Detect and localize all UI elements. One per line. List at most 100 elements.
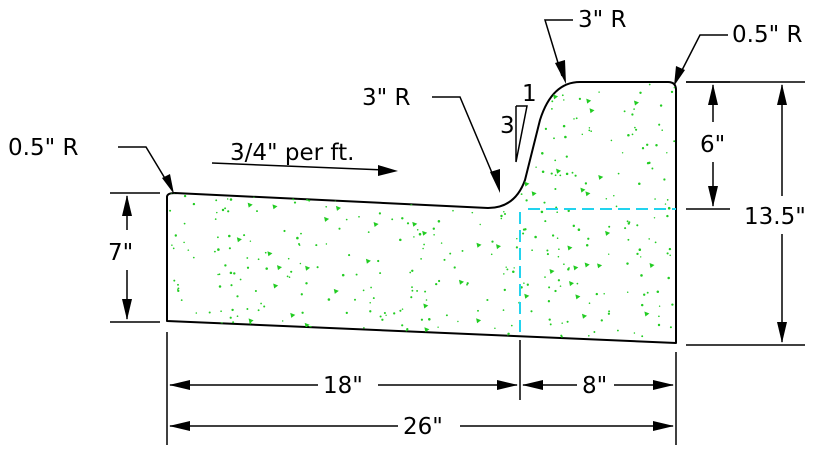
- stipple-dot: [575, 117, 578, 120]
- stipple-dot: [264, 251, 267, 254]
- stipple-dot: [656, 290, 660, 293]
- stipple-dot: [548, 318, 551, 321]
- stipple-dot: [416, 184, 419, 186]
- stipple-dot: [507, 332, 510, 336]
- stipple-dot: [229, 271, 233, 275]
- stipple-dot: [180, 299, 183, 301]
- stipple-dot: [216, 211, 218, 214]
- stipple-dot: [236, 86, 239, 89]
- stipple-dot: [228, 234, 231, 238]
- stipple-aggregate: [305, 265, 311, 271]
- stipple-dot: [551, 108, 553, 110]
- stipple-dot: [413, 100, 415, 103]
- stipple-dot: [654, 241, 657, 244]
- stipple-aggregate: [575, 294, 581, 300]
- stipple-dot: [565, 172, 569, 176]
- stipple-dot: [608, 310, 611, 313]
- stipple-dot: [588, 127, 591, 129]
- stipple-dot: [641, 335, 644, 338]
- stipple-dot: [646, 143, 649, 146]
- stipple-aggregate: [335, 205, 341, 211]
- overall-height-arrow-top: [777, 84, 787, 105]
- stipple-dot: [370, 286, 372, 289]
- stipple-dot: [206, 84, 209, 87]
- stipple-dot: [280, 113, 283, 116]
- stipple-dot: [418, 96, 421, 99]
- stipple-dot: [655, 143, 658, 147]
- stipple-dot: [183, 177, 186, 180]
- stipple-dot: [195, 178, 198, 181]
- stipple-dot: [603, 292, 605, 295]
- left-fillet-leader-arrowhead: [162, 174, 174, 194]
- stipple-dot: [449, 252, 452, 255]
- stipple-dot: [217, 236, 219, 239]
- stipple-dot: [295, 187, 298, 190]
- stipple-dot: [410, 296, 413, 299]
- stipple-dot: [484, 105, 487, 108]
- stipple-dot: [462, 121, 465, 124]
- stipple-dot: [367, 231, 370, 234]
- stipple-dot: [473, 187, 476, 190]
- stipple-dot: [203, 145, 206, 149]
- stipple-dot: [192, 256, 195, 259]
- stipple-dot: [355, 273, 358, 276]
- stipple-dot: [296, 236, 299, 240]
- stipple-dot: [653, 217, 656, 219]
- stipple-dot: [283, 115, 287, 118]
- stipple-dot: [210, 98, 214, 101]
- stipple-aggregate: [531, 191, 537, 197]
- stipple-aggregate: [422, 230, 428, 236]
- stipple-dot: [503, 273, 505, 275]
- front-height-label: 7": [108, 240, 133, 266]
- batter-rise-label: 1: [522, 81, 537, 107]
- stipple-dot: [435, 165, 438, 167]
- stipple-dot: [494, 327, 496, 329]
- stipple-aggregate: [449, 118, 455, 124]
- stipple-dot: [260, 302, 262, 305]
- stipple-dot: [440, 242, 443, 244]
- stipple-dot: [345, 134, 348, 136]
- stipple-dot: [187, 91, 191, 95]
- stipple-dot: [399, 309, 402, 312]
- stipple-dot: [233, 272, 236, 275]
- stipple-dot: [627, 222, 631, 225]
- stipple-dot: [174, 234, 177, 237]
- stipple-dot: [634, 126, 636, 129]
- stipple-dot: [396, 340, 398, 343]
- stipple-dot: [205, 140, 207, 143]
- stipple-dot: [627, 238, 630, 241]
- stipple-dot: [183, 194, 187, 198]
- stipple-dot: [454, 130, 458, 133]
- stipple-dot: [231, 308, 234, 312]
- stipple-aggregate: [248, 318, 254, 324]
- stipple-dot: [411, 269, 414, 272]
- stipple-dot: [522, 232, 525, 235]
- stipple-dot: [558, 248, 560, 251]
- stipple-dot: [381, 318, 384, 321]
- stipple-dot: [646, 291, 649, 294]
- stipple-aggregate: [556, 168, 562, 174]
- stipple-aggregate: [324, 216, 330, 222]
- stipple-dot: [554, 174, 557, 177]
- stipple-dot: [256, 210, 258, 213]
- stipple-dot: [605, 197, 608, 200]
- stipple-dot: [214, 102, 217, 105]
- stipple-dot: [561, 322, 563, 324]
- stipple-dot: [230, 284, 233, 287]
- stipple-dot: [526, 283, 529, 286]
- stipple-dot: [426, 340, 428, 342]
- stipple-dot: [406, 197, 408, 200]
- gutter-width-arrow-right: [497, 380, 518, 390]
- stipple-dot: [379, 315, 382, 318]
- curb-width-arrow-left: [522, 380, 543, 390]
- stipple-dot: [658, 315, 660, 318]
- stipple-dot: [243, 130, 246, 133]
- stipple-dot: [426, 86, 429, 88]
- stipple-dot: [263, 305, 266, 308]
- stipple-dot: [300, 293, 303, 296]
- stipple-dot: [534, 235, 537, 239]
- stipple-dot: [531, 249, 533, 252]
- stipple-dot: [412, 85, 415, 88]
- stipple-dot: [588, 129, 591, 132]
- stipple-dot: [666, 214, 669, 218]
